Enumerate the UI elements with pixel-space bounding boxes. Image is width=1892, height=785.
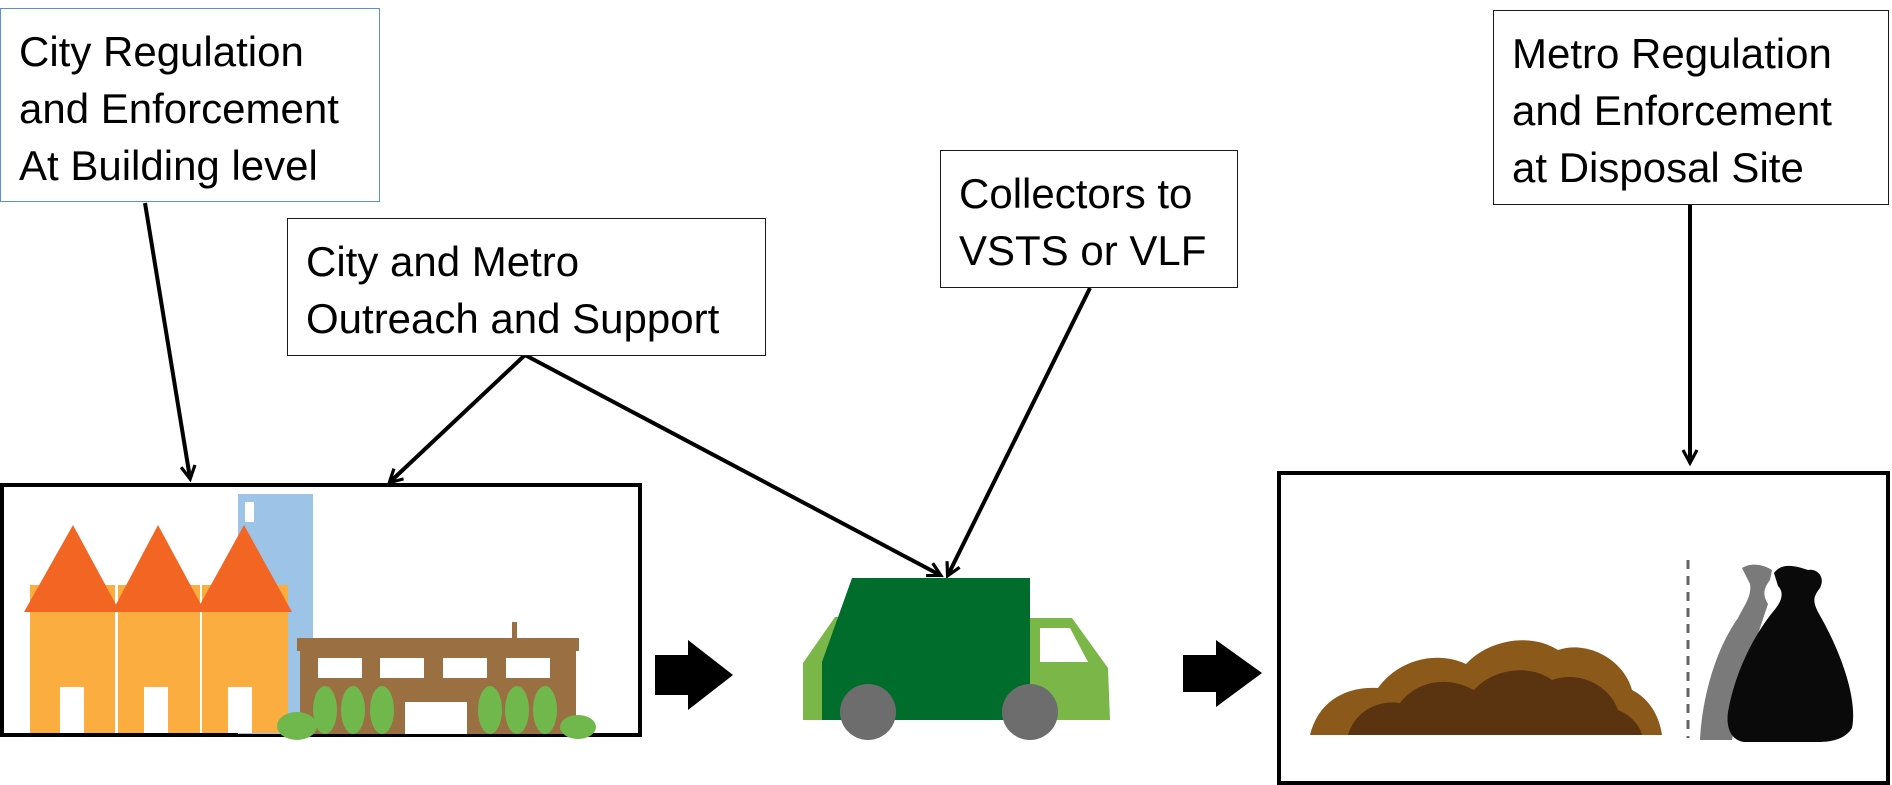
label-line: City Regulation	[19, 28, 304, 75]
label-line: At Building level	[19, 142, 318, 189]
shrubs-icon	[277, 686, 596, 740]
arrow-outreach-to-truck	[524, 353, 940, 575]
compost-pile-icon	[1310, 640, 1662, 735]
label-line: City and Metro	[306, 238, 580, 285]
trash-bag-icon	[1700, 564, 1854, 742]
label-line: VSTS or VLF	[959, 227, 1207, 274]
house-icon	[196, 525, 292, 733]
label-line: Metro Regulation	[1512, 30, 1832, 77]
collectors-label: Collectors to VSTS or VLF	[940, 150, 1238, 288]
arrow-outreach-to-buildings	[390, 353, 527, 482]
label-line: and Enforcement	[1512, 87, 1832, 134]
city-regulation-label: City Regulation and Enforcement At Build…	[0, 8, 380, 202]
arrow-collectors-to-truck	[948, 287, 1092, 575]
label-line: at Disposal Site	[1512, 144, 1804, 191]
metro-regulation-label: Metro Regulation and Enforcement at Disp…	[1493, 10, 1889, 205]
garbage-truck-icon	[803, 578, 1110, 740]
house-icon	[24, 525, 120, 733]
house-icon	[112, 525, 205, 733]
label-line: Collectors to	[959, 170, 1193, 217]
arrow-city-reg-to-buildings	[143, 202, 190, 478]
label-line: and Enforcement	[19, 85, 339, 132]
flow-arrow-icon	[655, 640, 733, 710]
flow-arrow-icon	[1183, 640, 1262, 707]
label-line: Outreach and Support	[306, 295, 720, 342]
building-scene	[0, 483, 642, 740]
outreach-support-label: City and Metro Outreach and Support	[287, 218, 766, 356]
disposal-site-scene	[1277, 471, 1890, 785]
